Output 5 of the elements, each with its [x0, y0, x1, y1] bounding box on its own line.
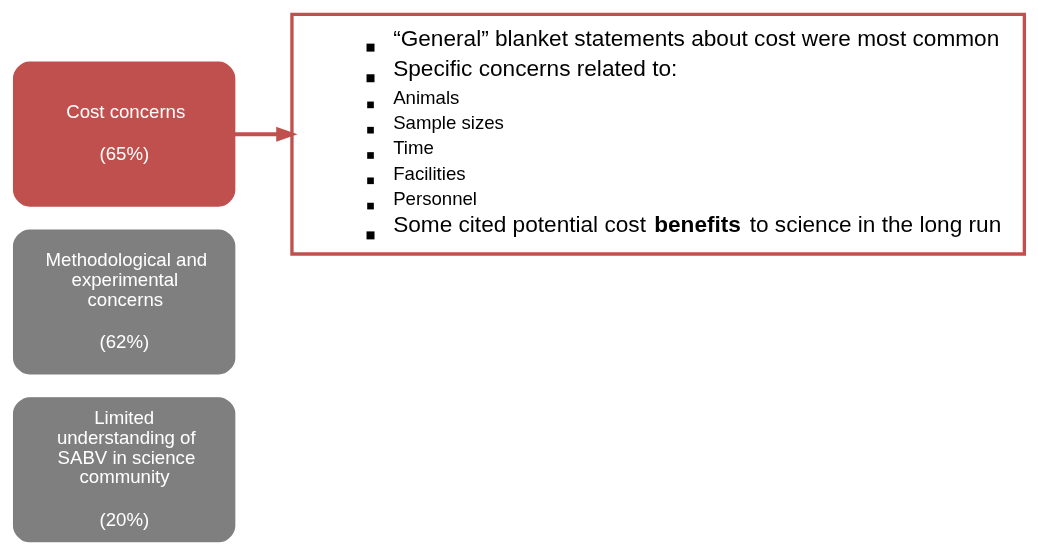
arrow — [234, 126, 298, 142]
node-box: Methodological and experimental concerns (62%) — [12, 228, 236, 375]
node-box: Cost concerns (65%) — [12, 61, 236, 207]
node-box: “General” blanket statements about cost were most common Specific concerns related to: Animals Sample sizes Time Facilities Personnel Some cited potential cost benefits to science in the long run — [290, 12, 1027, 256]
node-box: Limited understanding of SABV in science community (20%) — [12, 396, 236, 542]
